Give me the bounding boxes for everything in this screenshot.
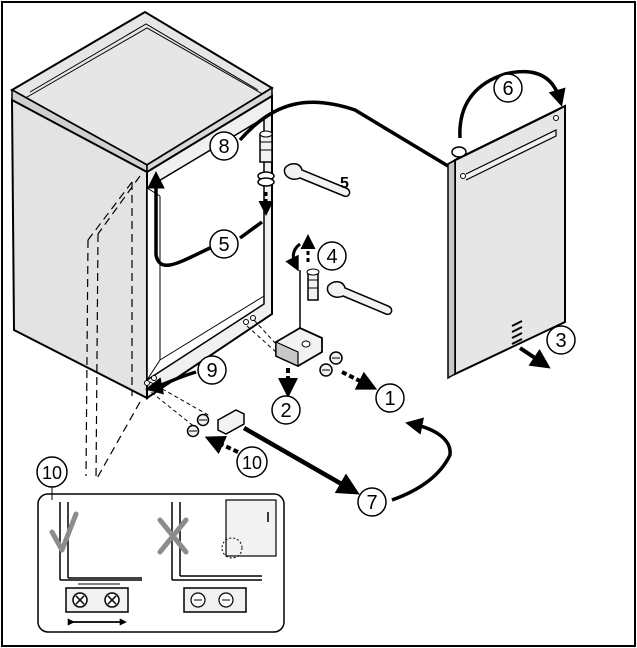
step-1-circle — [375, 383, 405, 413]
arrow-7-loop — [391, 417, 452, 502]
connector-line-8 — [238, 100, 449, 168]
arrow-4-down — [285, 242, 301, 272]
step-9-number: 9 — [206, 360, 217, 382]
arrow-9 — [145, 370, 197, 395]
arrow-10 — [204, 435, 239, 455]
step-labels: 1 2 3 4 5 6 7 8 9 10 — [197, 73, 576, 517]
inset-correct-panel — [49, 502, 142, 626]
inset-step-10-number: 10 — [42, 463, 62, 483]
step-6-circle — [493, 73, 523, 103]
step-9-circle — [197, 355, 227, 385]
step-4-number: 4 — [326, 246, 337, 268]
step-8-number: 8 — [218, 136, 229, 158]
step-7-number: 7 — [366, 492, 377, 514]
detail-circle — [221, 537, 243, 559]
step-1-number: 1 — [384, 388, 395, 410]
wrench-step-label: 5 — [340, 175, 349, 192]
dashed-door-outline — [85, 175, 141, 481]
cabinet-top-ridge — [29, 23, 259, 93]
wrench-icon — [326, 281, 393, 316]
bottom-plate — [217, 409, 245, 435]
refrigerator-door — [447, 104, 566, 380]
step-2-number: 2 — [280, 400, 291, 422]
step-8-circle — [209, 131, 239, 161]
door-edge — [447, 158, 456, 380]
alignment-dashes — [145, 319, 277, 429]
inset-detail: 10 — [36, 456, 285, 633]
mini-fridge-icon — [225, 499, 277, 557]
step-10-number: 10 — [242, 453, 262, 473]
inset-wrong-panel — [157, 499, 277, 613]
bottom-screws — [186, 413, 210, 438]
step-7-circle — [357, 487, 387, 517]
hinge-pin-cap — [451, 146, 467, 158]
door-handle — [465, 129, 557, 181]
checkmark-icon — [49, 511, 79, 553]
step-4-circle — [317, 241, 347, 271]
cross-icon — [157, 517, 189, 555]
cabinet-top-ridge — [21, 27, 267, 101]
middle-hinge-pin — [306, 268, 320, 301]
arrow-5 — [156, 178, 264, 267]
step-10-circle — [236, 446, 268, 478]
arrow-1 — [341, 370, 378, 390]
hinge-bracket — [275, 326, 323, 368]
arrow-7 — [242, 426, 360, 495]
step-5-number: 5 — [218, 234, 229, 256]
step-3-circle — [546, 325, 576, 355]
refrigerator-cabinet — [9, 10, 274, 400]
arrow-3 — [518, 346, 551, 369]
step-5-circle — [209, 229, 239, 259]
step-2-circle — [271, 395, 301, 425]
step-3-number: 3 — [555, 330, 566, 352]
hinge-screws — [319, 351, 343, 377]
step-6-number: 6 — [502, 78, 513, 100]
top-hinge-pin — [257, 130, 275, 187]
wrench-icon — [283, 163, 351, 198]
